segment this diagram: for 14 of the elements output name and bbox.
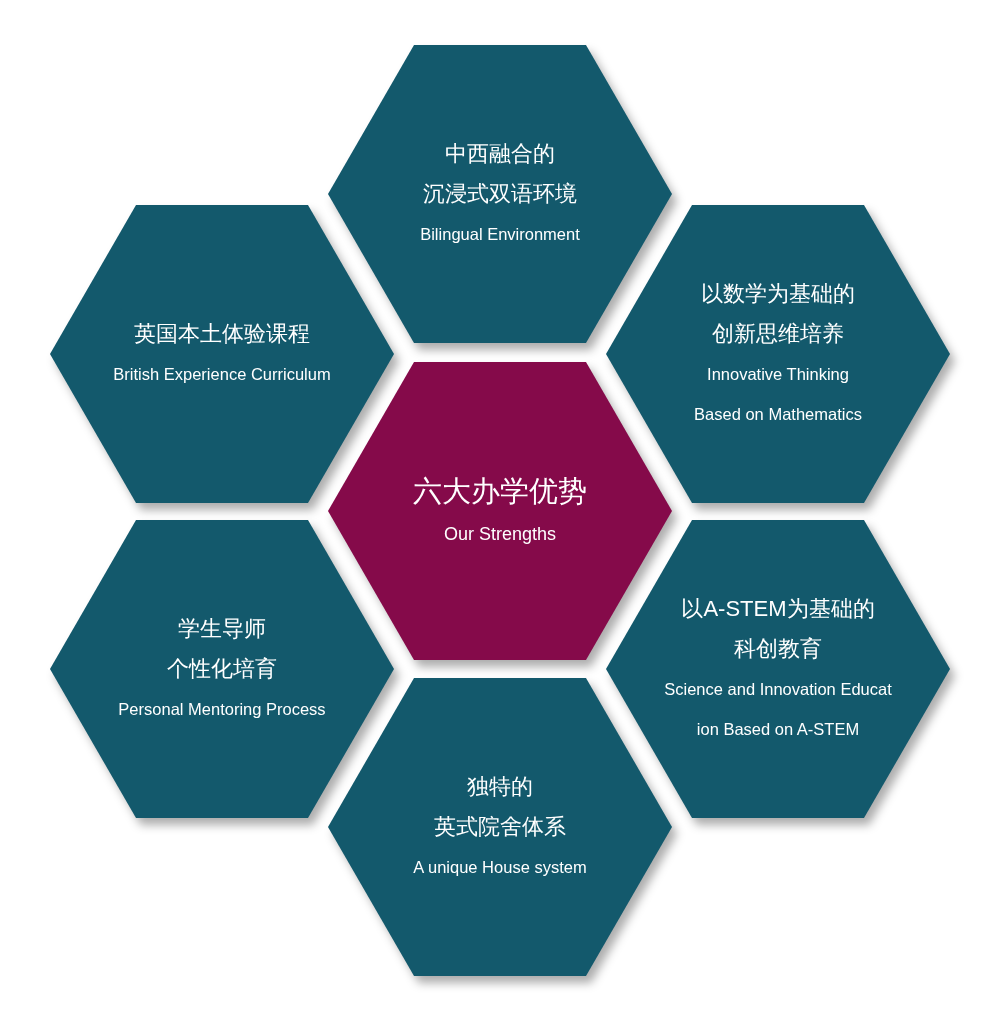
heading: 以数学为基础的创新思维培养	[701, 280, 855, 348]
subtitle: Innovative Thinking Based on Mathematics	[694, 364, 862, 425]
heading: 英国本土体验课程	[134, 320, 310, 348]
heading: 独特的英式院舍体系	[434, 773, 566, 841]
subtitle: Bilingual Environment	[420, 224, 580, 245]
subtitle: Our Strengths	[443, 523, 557, 546]
heading: 学生导师个性化培育	[167, 615, 277, 683]
subtitle: A unique House system	[413, 857, 587, 878]
subtitle: Science and Innovation Educat ion Based on A-STEM	[664, 679, 892, 740]
heading: 中西融合的沉浸式双语环境	[423, 140, 577, 208]
heading: 以A-STEM为基础的科创教育	[681, 595, 875, 663]
heading: 六大办学优势	[413, 474, 587, 509]
subtitle: Personal Mentoring Process	[118, 699, 326, 720]
subtitle: British Experience Curriculum	[113, 364, 331, 385]
